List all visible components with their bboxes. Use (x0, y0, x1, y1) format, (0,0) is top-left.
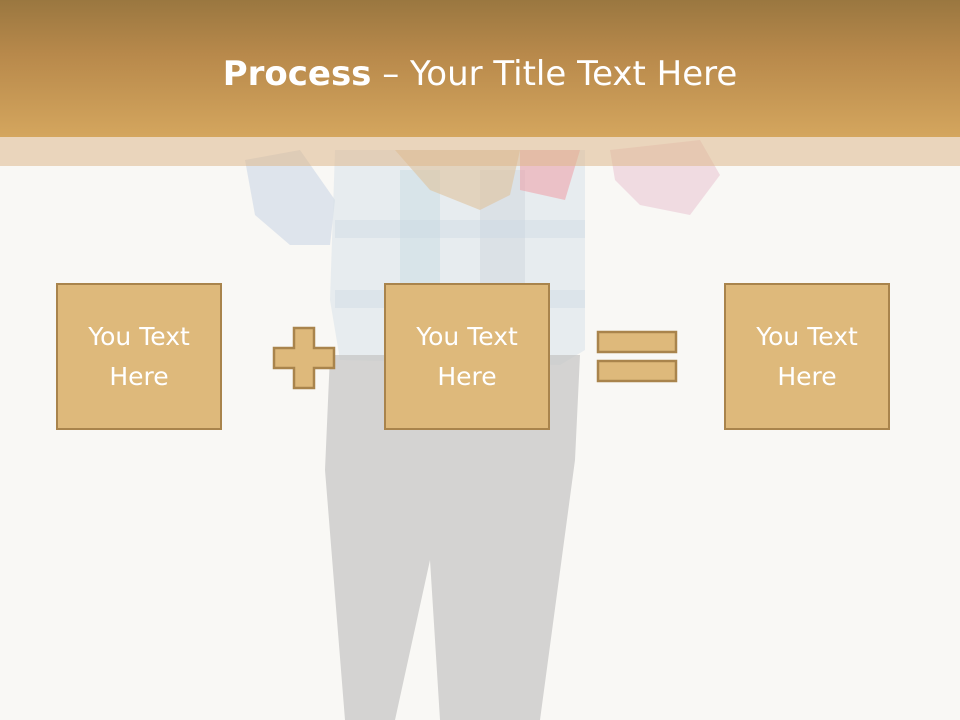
process-box-3-text: You Text Here (756, 321, 858, 391)
title-bold: Process (222, 54, 372, 94)
slide-title[interactable]: Process – Your Title Text Here (0, 52, 960, 96)
title-bar (0, 0, 960, 137)
title-accent-strip (0, 137, 960, 166)
process-box-1[interactable]: You Text Here (56, 283, 222, 430)
process-box-3[interactable]: You Text Here (724, 283, 890, 430)
process-box-2[interactable]: You Text Here (384, 283, 550, 430)
plus-icon[interactable] (272, 326, 336, 390)
process-box-2-text: You Text Here (416, 321, 518, 391)
equals-icon[interactable] (596, 330, 678, 384)
process-box-1-text: You Text Here (88, 321, 190, 391)
title-rest: – Your Title Text Here (371, 54, 738, 94)
